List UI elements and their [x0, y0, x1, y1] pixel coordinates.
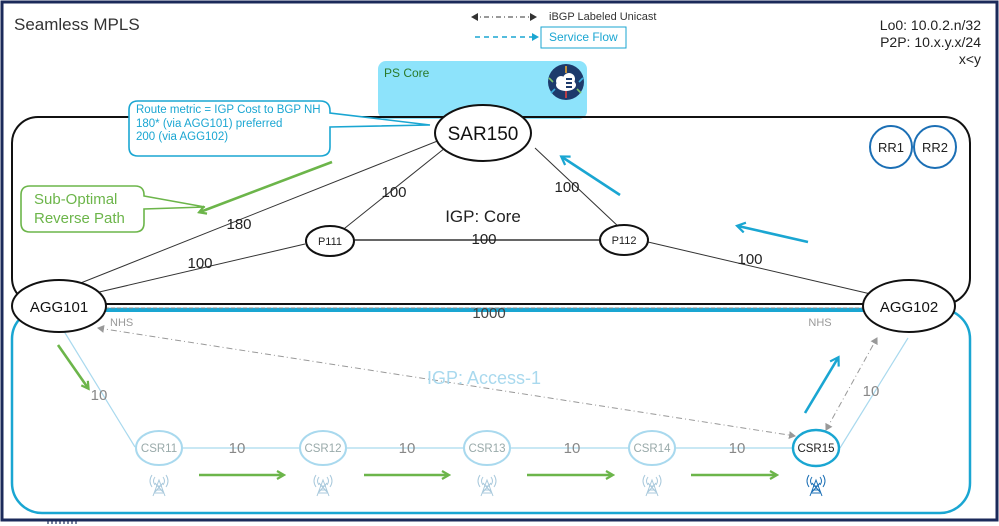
domain-label-core: IGP: Core [445, 207, 521, 226]
cost-csr14-csr15: 10 [729, 440, 746, 457]
cell-tower-icon [477, 474, 497, 497]
cloud-services-icon [548, 64, 584, 100]
service-flow-arrow-1 [803, 355, 840, 414]
node-sar150[interactable] [434, 104, 532, 162]
cost-sar-p111: 100 [381, 184, 406, 201]
ps-core-label: PS Core [384, 66, 430, 80]
node-rr2[interactable] [913, 125, 957, 169]
addressing-p2p: P2P: 10.x.y.x/24 [880, 34, 981, 50]
service-flow-arrow-2 [735, 221, 809, 244]
addressing-loopback: Lo0: 10.0.2.n/32 [879, 17, 981, 33]
node-agg101[interactable] [11, 279, 107, 333]
node-label-csr14: CSR14 [633, 443, 671, 455]
node-csr15[interactable] [791, 428, 841, 468]
node-label-p112: P112 [612, 235, 637, 247]
cost-csr13-csr14: 10 [564, 440, 581, 457]
link-agg101-agg102 [105, 303, 868, 312]
route-metric-line-2: 180* (via AGG101) preferred [136, 117, 283, 130]
cost-p111-p112: 100 [471, 231, 496, 248]
node-label-rr1: RR1 [878, 140, 904, 155]
route-metric-callout [128, 100, 431, 157]
node-p111[interactable] [305, 225, 355, 257]
legend-service-flow-box [540, 26, 627, 49]
link-p112-agg102 [647, 241, 876, 296]
addressing-note: Lo0: 10.0.2.n/32 P2P: 10.x.y.x/24 x<y [880, 17, 981, 68]
cost-p112-agg102: 100 [737, 251, 762, 268]
node-rr1[interactable] [869, 125, 913, 169]
node-csr12[interactable] [299, 430, 347, 466]
cell-tower-icon [642, 474, 662, 497]
sub-optimal-line-1: Sub-Optimal [34, 191, 118, 208]
node-label-agg102: AGG102 [880, 299, 938, 316]
node-label-sar150: SAR150 [448, 124, 519, 145]
node-csr14[interactable] [628, 430, 676, 466]
cost-agg101-agg102: 1000 [472, 305, 505, 322]
node-csr13[interactable] [463, 430, 511, 466]
reverse-path-arrow-1 [56, 344, 88, 388]
addressing-note-xy: x<y [958, 51, 981, 67]
link-sar-p112 [534, 147, 621, 229]
service-flow-arrow-3 [559, 155, 621, 197]
ibgp-csr15-agg102 [825, 337, 878, 431]
route-metric-line-1: Route metric = IGP Cost to BGP NH [136, 104, 321, 116]
route-metric-line-3: 200 (via AGG102) [136, 131, 229, 143]
legend-service-flow-label: Service Flow [549, 30, 618, 44]
cost-sar-p112: 100 [554, 179, 579, 196]
cost-sar-agg101: 180 [226, 216, 251, 233]
access-domain-boundary [10, 307, 972, 515]
node-label-rr2: RR2 [922, 140, 948, 155]
cost-csr12-csr13: 10 [399, 440, 416, 457]
node-label-csr11: CSR11 [141, 443, 177, 455]
ibgp-agg101-csr15 [97, 324, 796, 440]
nhs-label-agg102: NHS [808, 317, 831, 329]
legend-ibgp-label: iBGP Labeled Unicast [549, 11, 657, 23]
cell-tower-icon [313, 474, 333, 497]
node-label-agg101: AGG101 [30, 299, 88, 316]
domain-label-access: IGP: Access-1 [427, 368, 541, 388]
node-agg102[interactable] [862, 279, 956, 333]
sub-optimal-line-2: Reverse Path [34, 210, 125, 227]
link-p111-agg101 [94, 243, 306, 294]
link-sar-p111 [339, 147, 446, 233]
node-p112[interactable] [599, 224, 649, 256]
nhs-label-agg101: NHS [110, 317, 133, 329]
cell-tower-icon [149, 474, 169, 497]
node-label-csr15: CSR15 [797, 443, 834, 455]
ps-core-box [378, 61, 587, 119]
cell-tower-icon [806, 474, 826, 497]
node-label-p111: P111 [318, 236, 342, 248]
cost-p111-agg101: 100 [187, 255, 212, 272]
reverse-path-arrow-core [200, 160, 333, 212]
sub-optimal-callout [20, 185, 206, 233]
diagram-title: Seamless MPLS [14, 15, 140, 34]
node-label-csr13: CSR13 [468, 443, 505, 455]
sub-optimal-callout-text: Sub-Optimal Reverse Path [34, 190, 125, 228]
cisco-logo-icon [47, 519, 77, 524]
link-sar-agg101 [47, 139, 441, 297]
cost-csr15-agg102: 10 [863, 383, 880, 400]
cost-csr11-csr12: 10 [229, 440, 246, 457]
cost-agg101-csr11: 10 [91, 387, 108, 404]
route-metric-callout-text: Route metric = IGP Cost to BGP NH 180* (… [136, 104, 321, 145]
node-label-csr12: CSR12 [304, 443, 341, 455]
node-csr11[interactable] [135, 430, 183, 466]
